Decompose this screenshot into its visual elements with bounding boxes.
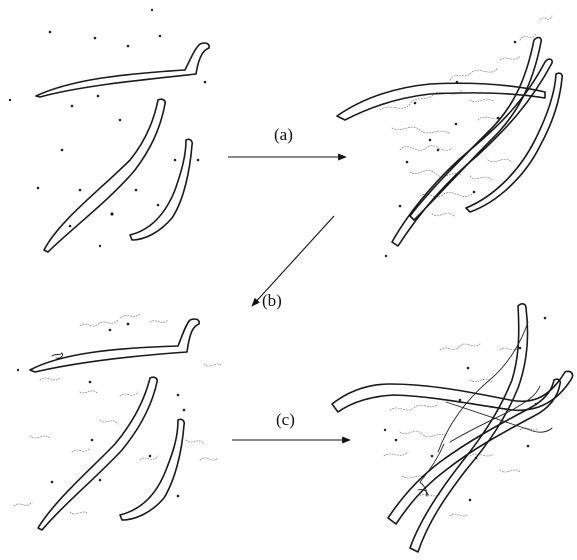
label-c: (c) [276, 410, 295, 429]
fiber-long-diagonal [44, 99, 165, 252]
fiber-horizontal [36, 43, 209, 97]
panel-initial-fibers [9, 9, 209, 252]
fiber-long-bonded [410, 304, 528, 552]
step-a: (a) [228, 125, 346, 157]
label-a: (a) [274, 125, 293, 144]
fiber-horizontal-coated [30, 319, 199, 372]
label-b: (b) [262, 291, 282, 310]
panel-a-result [337, 16, 562, 257]
speckle-cloud [380, 16, 552, 216]
fiber-short-coated [120, 419, 184, 520]
panel-b-result [14, 314, 222, 530]
fiber-short-diagonal [130, 139, 192, 240]
fiber-horizontal-moved [337, 83, 545, 120]
particles [384, 317, 547, 502]
panel-c-result [332, 304, 573, 552]
step-c: (c) [232, 410, 350, 440]
bead-mark [52, 353, 63, 358]
speckle-cloud [14, 314, 222, 514]
fiber-mid-moved [410, 38, 541, 220]
step-b: (b) [252, 216, 334, 310]
fiber-crossing [388, 379, 560, 524]
